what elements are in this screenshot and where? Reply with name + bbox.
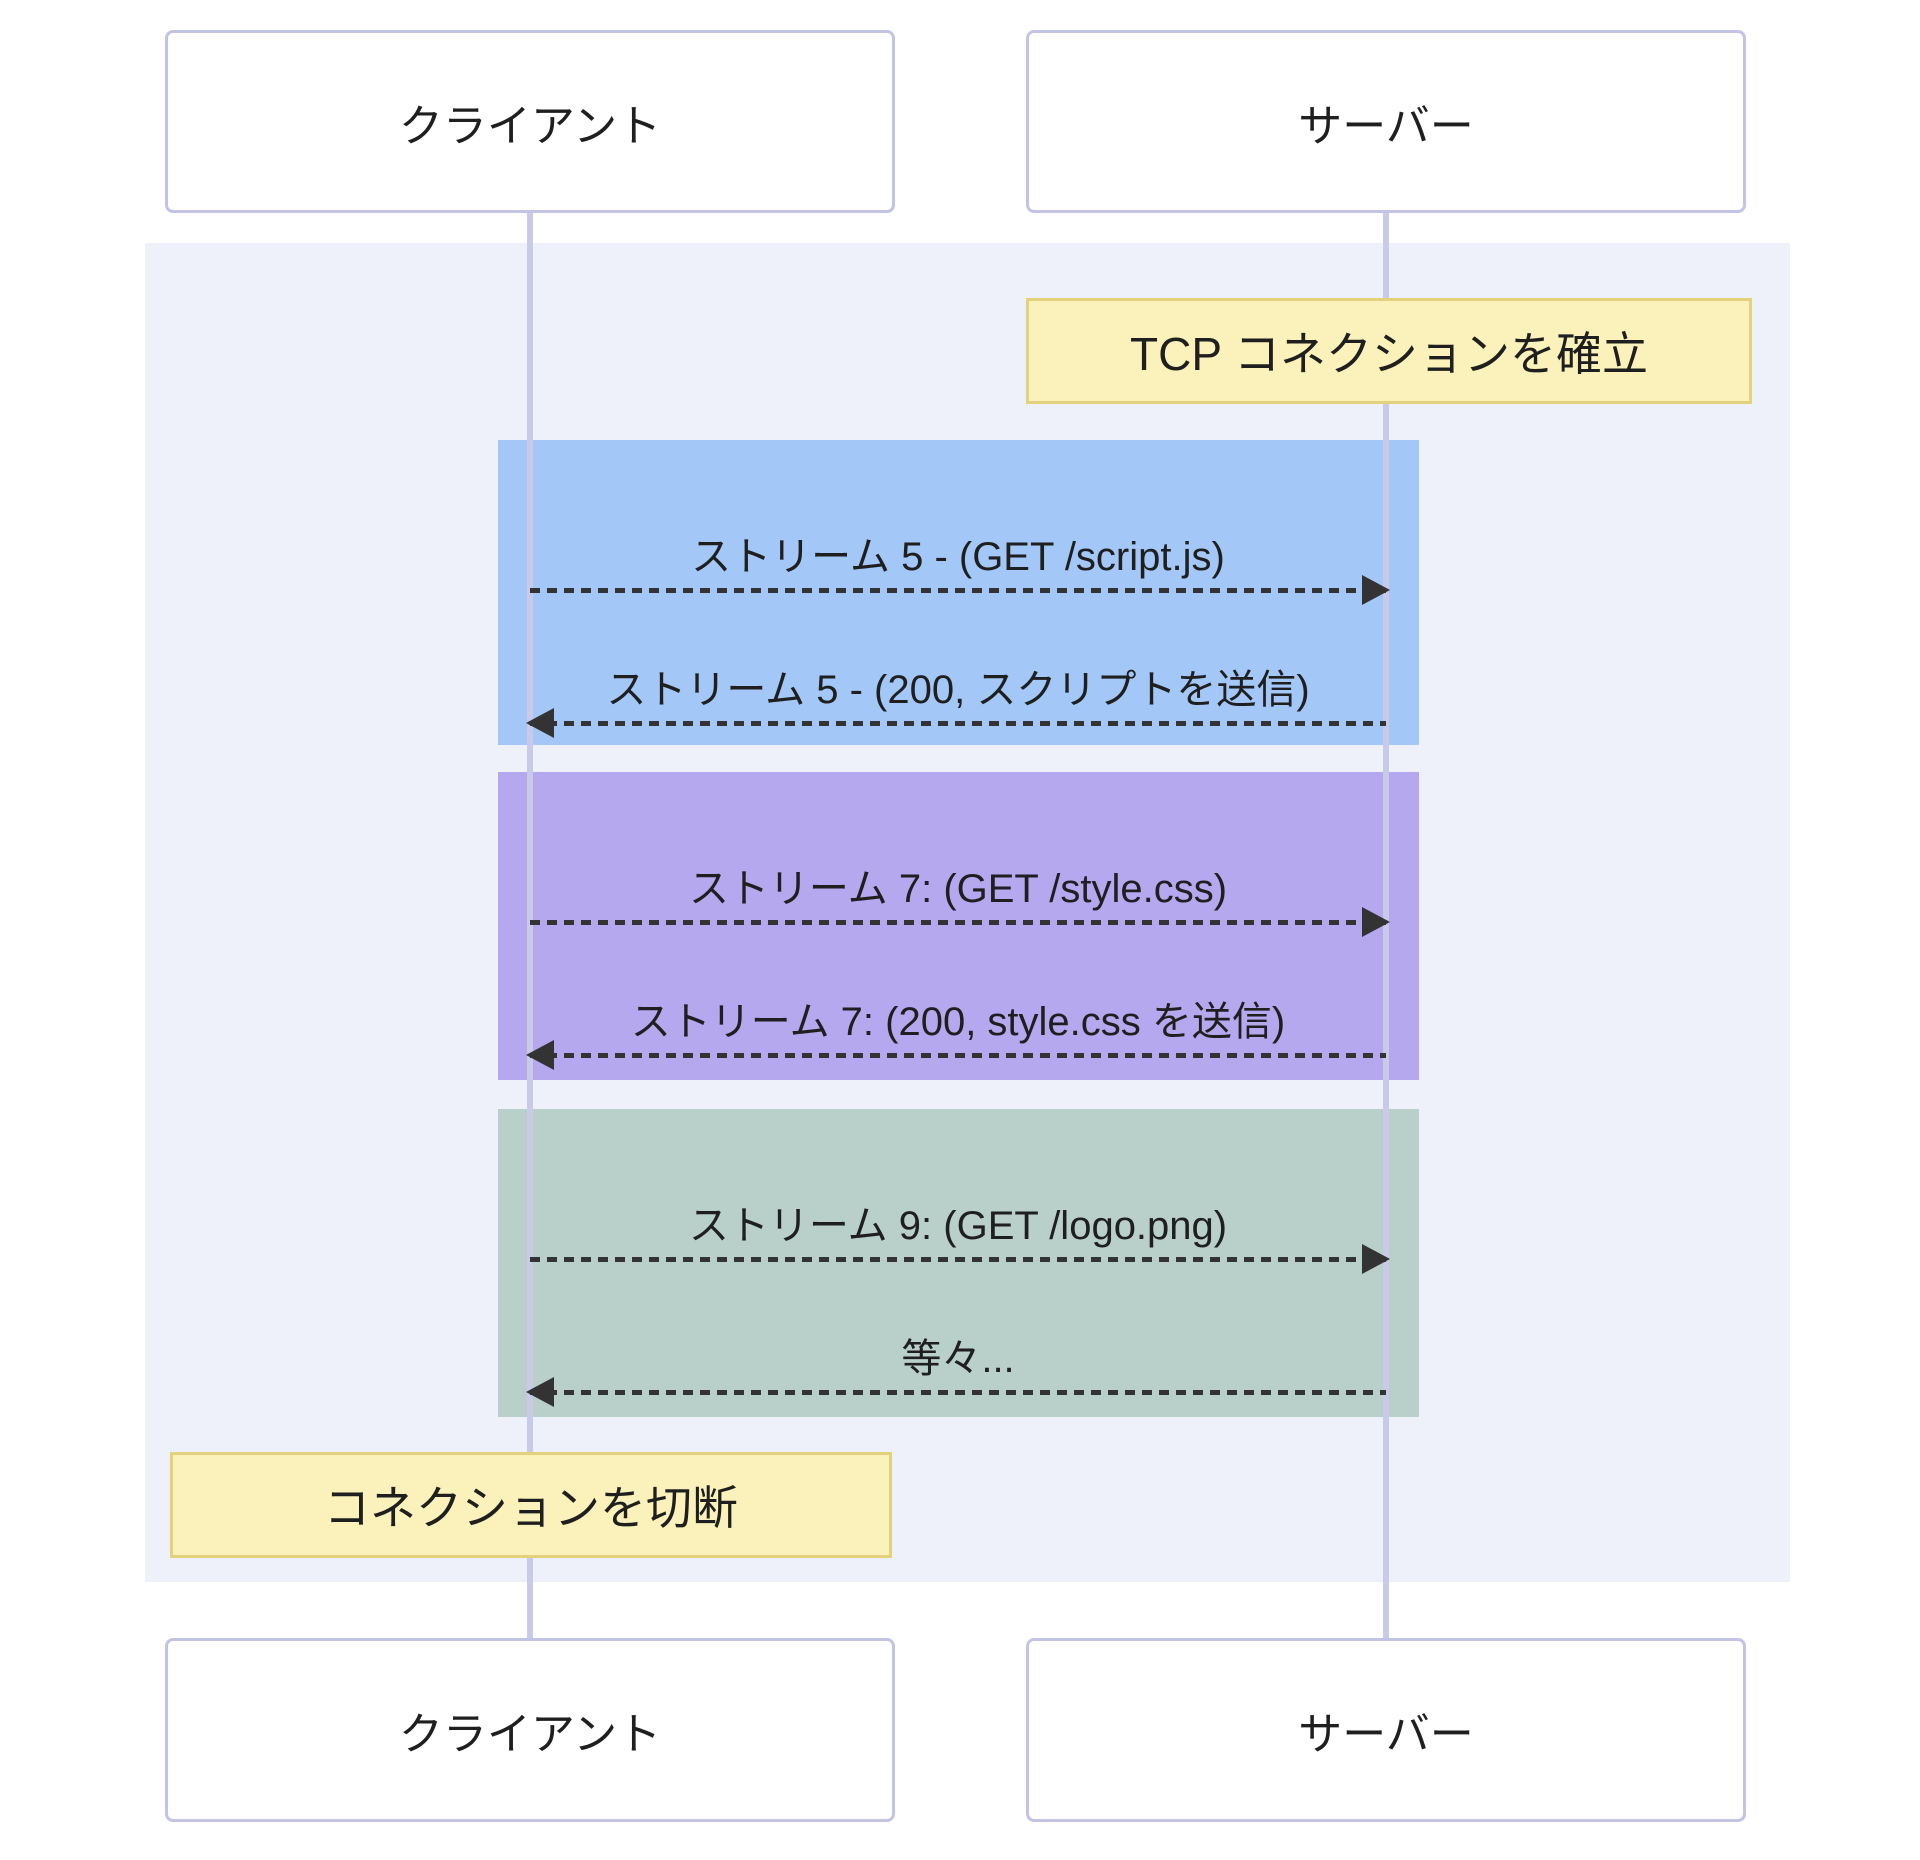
arrowhead-right-icon: [1362, 575, 1390, 605]
message-label-stream5-response: ストリーム 5 - (200, スクリプトを送信): [606, 668, 1310, 712]
message-arrow-stream5-request: [530, 575, 1390, 605]
arrowhead-left-icon: [526, 1040, 554, 1070]
message-arrow-stream7-response: [526, 1040, 1386, 1070]
lifeline-client: [527, 213, 533, 1638]
note-disconnect-connection: コネクションを切断: [170, 1452, 892, 1558]
actor-server-bottom: サーバー: [1026, 1638, 1746, 1822]
arrowhead-left-icon: [526, 1377, 554, 1407]
dashed-line: [530, 588, 1386, 593]
actor-server-top: サーバー: [1026, 30, 1746, 213]
stream-group-9: [498, 1109, 1419, 1417]
dashed-line: [530, 920, 1386, 925]
dashed-line: [530, 721, 1386, 726]
message-arrow-stream5-response: [526, 708, 1386, 738]
dashed-line: [530, 1390, 1386, 1395]
message-label-stream5-request: ストリーム 5 - (GET /script.js): [691, 535, 1225, 579]
dashed-line: [530, 1257, 1386, 1262]
actor-client-top: クライアント: [165, 30, 895, 213]
message-label-stream7-response: ストリーム 7: (200, style.css を送信): [630, 1000, 1286, 1044]
message-arrow-etc-response: [526, 1377, 1386, 1407]
dashed-line: [530, 1053, 1386, 1058]
note-establish-connection: TCP コネクションを確立: [1026, 298, 1752, 404]
arrowhead-left-icon: [526, 708, 554, 738]
arrowhead-right-icon: [1362, 1244, 1390, 1274]
message-label-stream7-request: ストリーム 7: (GET /style.css): [688, 867, 1228, 911]
message-arrow-stream9-request: [530, 1244, 1390, 1274]
stream-group-7: [498, 772, 1419, 1080]
message-arrow-stream7-request: [530, 907, 1390, 937]
actor-client-bottom: クライアント: [165, 1638, 895, 1822]
message-label-etc-response: 等々...: [901, 1337, 1015, 1381]
message-label-stream9-request: ストリーム 9: (GET /logo.png): [688, 1204, 1228, 1248]
arrowhead-right-icon: [1362, 907, 1390, 937]
